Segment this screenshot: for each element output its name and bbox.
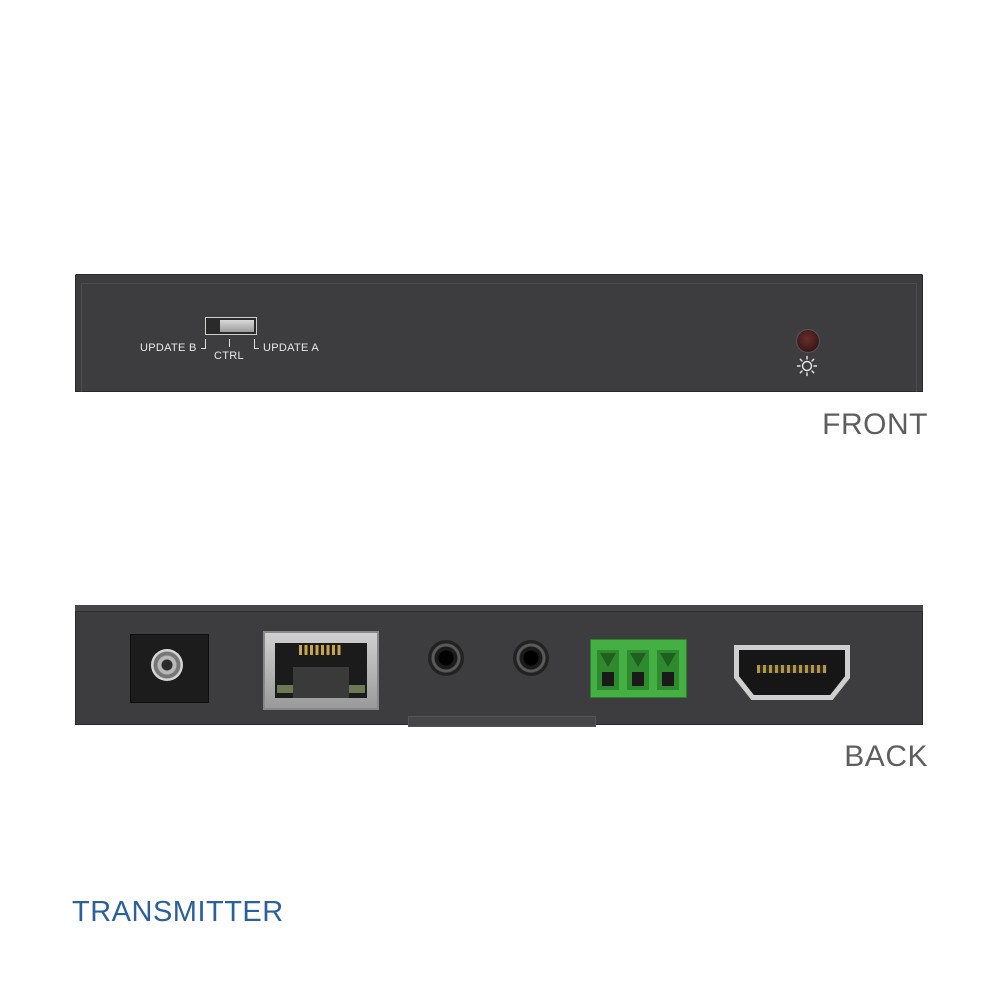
status-led xyxy=(796,329,820,353)
terminal-screw xyxy=(630,653,646,667)
terminal-wire-hole xyxy=(602,672,614,686)
label-update-b: UPDATE B xyxy=(140,342,197,354)
rj45-latch-slot xyxy=(293,667,349,698)
mode-switch[interactable] xyxy=(205,317,257,335)
audio-jack-2[interactable] xyxy=(513,640,549,676)
terminal-wire-hole xyxy=(632,672,644,686)
tick-ctrl xyxy=(229,339,230,347)
switch-knob[interactable] xyxy=(220,320,254,332)
hdmi-contacts xyxy=(757,665,827,673)
dc-power-jack[interactable] xyxy=(130,634,209,703)
tick-update-b xyxy=(205,339,206,349)
terminal-pin-2[interactable] xyxy=(627,650,649,690)
rj45-led-left xyxy=(277,685,293,693)
front-bezel xyxy=(81,283,917,392)
label-update-a: UPDATE A xyxy=(263,342,319,354)
audio-jack-1[interactable] xyxy=(428,640,464,676)
back-foot-block xyxy=(408,716,596,727)
terminal-screw xyxy=(600,653,616,667)
terminal-screw xyxy=(660,653,676,667)
back-top-edge xyxy=(75,605,923,612)
rj45-pins xyxy=(299,645,343,655)
rj45-led-right xyxy=(349,685,365,693)
tick-update-a xyxy=(254,339,255,349)
terminal-wire-hole xyxy=(662,672,674,686)
front-label: FRONT xyxy=(822,408,928,441)
tick-update-a-foot xyxy=(254,348,259,349)
label-ctrl: CTRL xyxy=(214,350,244,362)
sun-icon xyxy=(796,355,818,377)
terminal-pin-3[interactable] xyxy=(657,650,679,690)
device-title: TRANSMITTER xyxy=(72,896,284,928)
hdmi-port[interactable] xyxy=(734,645,850,700)
terminal-block[interactable] xyxy=(590,639,687,698)
rj45-port[interactable] xyxy=(263,631,379,710)
terminal-pin-1[interactable] xyxy=(597,650,619,690)
back-label: BACK xyxy=(844,740,928,773)
dc-jack-ring xyxy=(151,649,183,681)
hdmi-opening xyxy=(739,650,845,695)
tick-update-b-foot xyxy=(201,348,206,349)
